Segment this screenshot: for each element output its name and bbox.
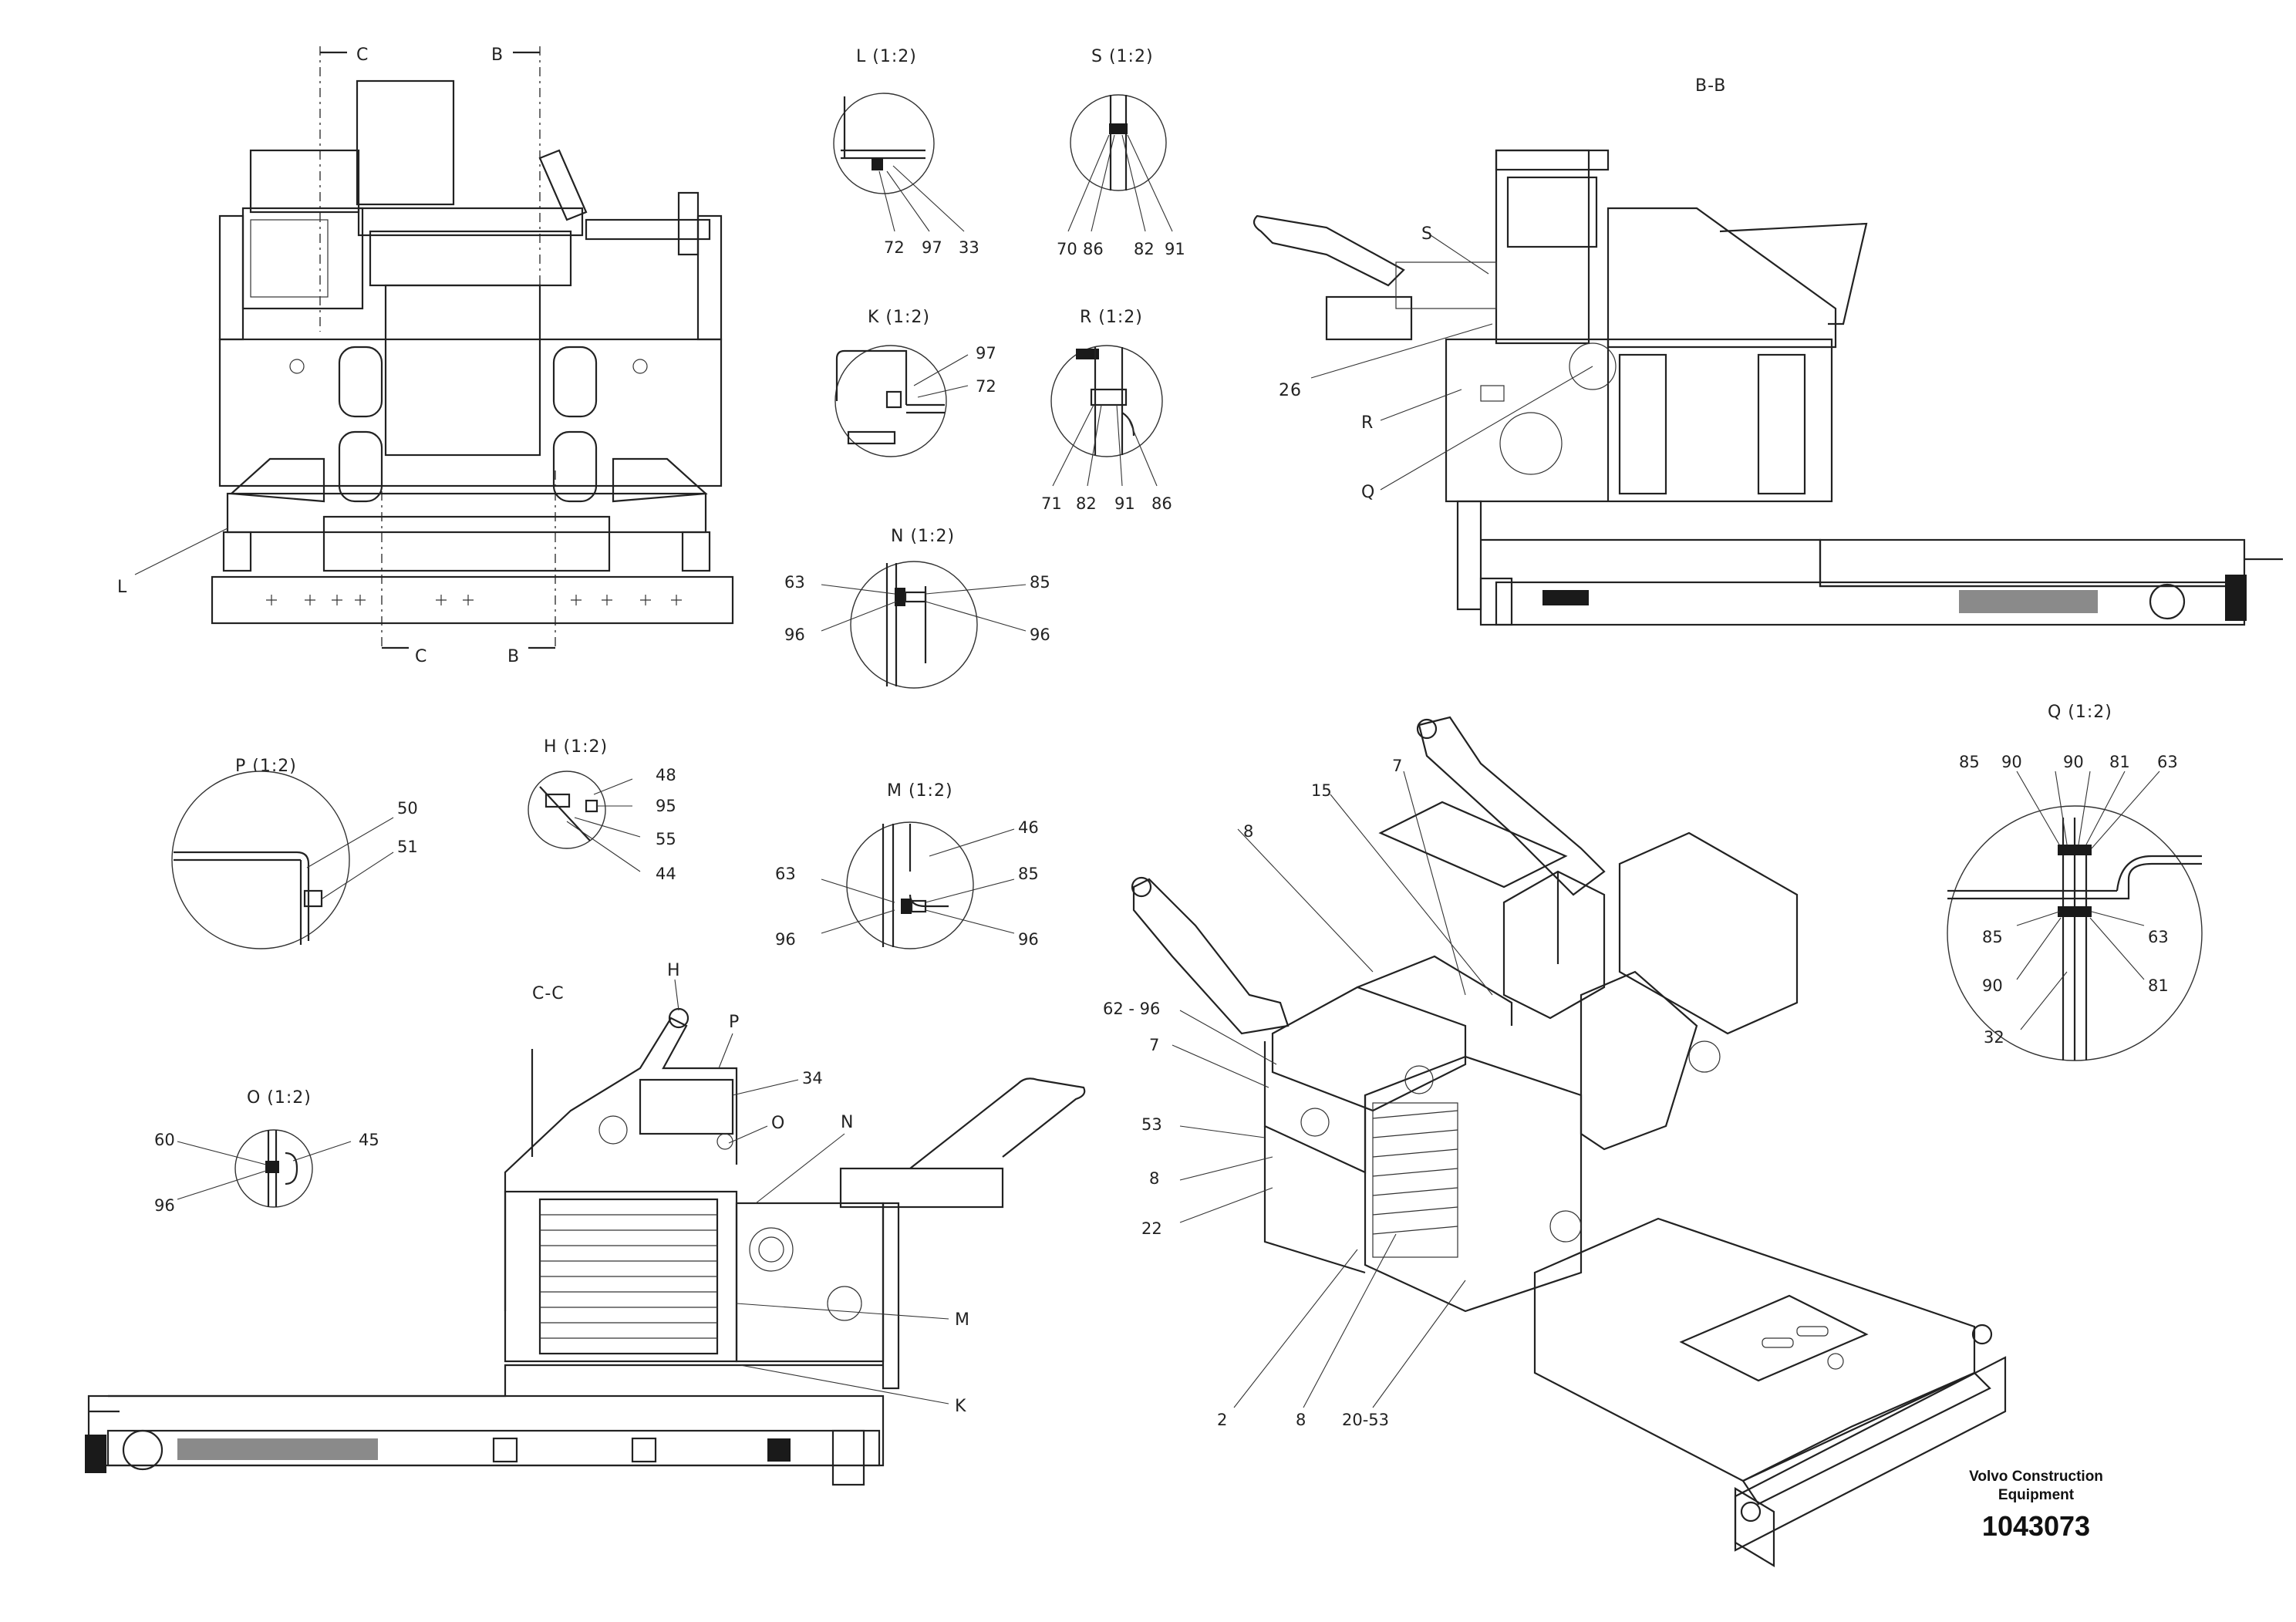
detail-k-label-97: 97: [976, 344, 996, 363]
detail-p: P (1:2) 50 51: [171, 757, 418, 949]
detail-s-label-82: 82: [1134, 240, 1155, 258]
section-bb-callout-26: 26: [1279, 381, 1302, 400]
cut-label-c-bottom: C: [415, 647, 427, 666]
section-bb-callout-r: R: [1361, 413, 1374, 433]
detail-h-label-44: 44: [656, 865, 676, 883]
section-b-b: B-B S 26 R Q: [1253, 76, 2283, 626]
detail-l-title: L (1:2): [856, 47, 917, 66]
detail-r-title: R (1:2): [1080, 308, 1143, 327]
section-bb-title: B-B: [1695, 76, 1726, 96]
detail-m-label-63: 63: [775, 865, 796, 883]
iso-callout-8-bottom: 8: [1296, 1411, 1306, 1429]
detail-r-label-86: 86: [1151, 494, 1172, 513]
detail-o-label-45: 45: [359, 1131, 379, 1149]
section-cc-callout-p: P: [729, 1013, 740, 1032]
detail-s: S (1:2) 70 86 82 91: [1057, 47, 1185, 258]
detail-r: R (1:2) 71 82 91 86: [1041, 308, 1172, 513]
detail-q-label-81-side: 81: [2148, 976, 2169, 995]
cut-label-b-bottom: B: [507, 647, 520, 666]
detail-n-label-96-left: 96: [784, 626, 805, 644]
section-cc-callout-k: K: [955, 1397, 966, 1416]
section-cc-callout-34: 34: [802, 1069, 823, 1088]
detail-n-label-85: 85: [1030, 573, 1050, 592]
section-cc-callout-m: M: [955, 1310, 970, 1330]
detail-n: N (1:2) 63 85 96 96: [784, 527, 1050, 689]
section-c-c: C-C: [85, 961, 1086, 1486]
detail-o-title: O (1:2): [247, 1088, 312, 1108]
detail-k-title: K (1:2): [868, 308, 930, 327]
detail-m-label-96-right: 96: [1018, 930, 1039, 949]
detail-q-label-90-top-b: 90: [2063, 753, 2084, 771]
cut-label-c-top: C: [356, 46, 369, 65]
detail-h-label-95: 95: [656, 797, 676, 815]
iso-callout-7-left: 7: [1149, 1036, 1159, 1054]
iso-callout-8-left: 8: [1149, 1169, 1159, 1188]
detail-l: L (1:2) 72 97 33: [833, 47, 979, 257]
detail-s-label-70: 70: [1057, 240, 1077, 258]
section-bb-callout-q: Q: [1361, 483, 1375, 502]
detail-m: M (1:2) 46 63 85 96 96: [775, 781, 1039, 949]
detail-q: Q (1:2) 85 90 90 81 63 85 63 90 81 32: [1947, 703, 2203, 1061]
brand-line-1: Volvo Construction: [1969, 1469, 2103, 1485]
section-bb-callout-s: S: [1421, 224, 1433, 244]
detail-m-title: M (1:2): [887, 781, 953, 801]
detail-s-label-86: 86: [1083, 240, 1104, 258]
detail-m-label-46: 46: [1018, 818, 1039, 837]
brand-name: Volvo Construction Equipment: [1944, 1468, 2129, 1505]
detail-q-label-90-side: 90: [1982, 976, 2003, 995]
section-cc-title: C-C: [532, 984, 565, 1003]
detail-s-label-91: 91: [1165, 240, 1185, 258]
detail-r-label-71: 71: [1041, 494, 1062, 513]
detail-s-title: S (1:2): [1091, 47, 1154, 66]
detail-q-label-63-side: 63: [2148, 928, 2169, 946]
detail-r-label-91: 91: [1114, 494, 1135, 513]
callout-l: L: [117, 578, 127, 597]
iso-callout-7-top: 7: [1392, 757, 1402, 775]
section-cc-callout-n: N: [841, 1113, 854, 1132]
detail-p-label-50: 50: [397, 799, 418, 818]
iso-callout-20-53: 20-53: [1342, 1411, 1389, 1429]
detail-m-label-96-left: 96: [775, 930, 796, 949]
front-view: C B C B: [117, 46, 734, 666]
iso-callout-53: 53: [1141, 1115, 1162, 1134]
detail-q-label-63-top: 63: [2157, 753, 2178, 771]
iso-callout-62-96: 62 - 96: [1103, 1000, 1160, 1018]
detail-h-label-55: 55: [656, 830, 676, 848]
detail-m-label-85: 85: [1018, 865, 1039, 883]
detail-n-label-96-right: 96: [1030, 626, 1050, 644]
cut-label-b-top: B: [491, 46, 504, 65]
detail-l-label-33: 33: [959, 238, 979, 257]
detail-h: H (1:2) 48 95 55 44: [528, 737, 676, 883]
detail-l-label-97: 97: [922, 238, 942, 257]
detail-q-title: Q (1:2): [2048, 703, 2112, 722]
isometric-view: 15 7 8 62 - 96 7 53 8 22 2 8 20-53: [1103, 716, 2007, 1567]
detail-n-label-63: 63: [784, 573, 805, 592]
detail-n-title: N (1:2): [891, 527, 955, 546]
iso-callout-15: 15: [1311, 781, 1332, 800]
detail-h-label-48: 48: [656, 766, 676, 784]
section-cc-callout-o: O: [771, 1114, 785, 1133]
iso-callout-22: 22: [1141, 1219, 1162, 1238]
detail-o: O (1:2) 60 45 96: [154, 1088, 379, 1215]
detail-p-label-51: 51: [397, 838, 418, 856]
detail-o-label-60: 60: [154, 1131, 175, 1149]
detail-q-label-90-top-a: 90: [2001, 753, 2022, 771]
section-cc-callout-h: H: [667, 961, 681, 980]
iso-callout-8-top: 8: [1243, 822, 1253, 841]
detail-q-label-81-top: 81: [2109, 753, 2130, 771]
drawing-number: 1043073: [1981, 1510, 2091, 1542]
detail-q-label-85-side: 85: [1982, 928, 2003, 946]
detail-o-label-96: 96: [154, 1196, 175, 1215]
detail-k-label-72: 72: [976, 377, 996, 396]
detail-q-label-85-top: 85: [1959, 753, 1980, 771]
detail-k: K (1:2) 97 72: [834, 308, 996, 457]
brand-line-2: Equipment: [1998, 1487, 2075, 1503]
detail-l-label-72: 72: [884, 238, 905, 257]
detail-q-label-32: 32: [1984, 1028, 2004, 1047]
detail-h-title: H (1:2): [544, 737, 608, 757]
detail-r-label-82: 82: [1076, 494, 1097, 513]
iso-callout-2: 2: [1217, 1411, 1227, 1429]
